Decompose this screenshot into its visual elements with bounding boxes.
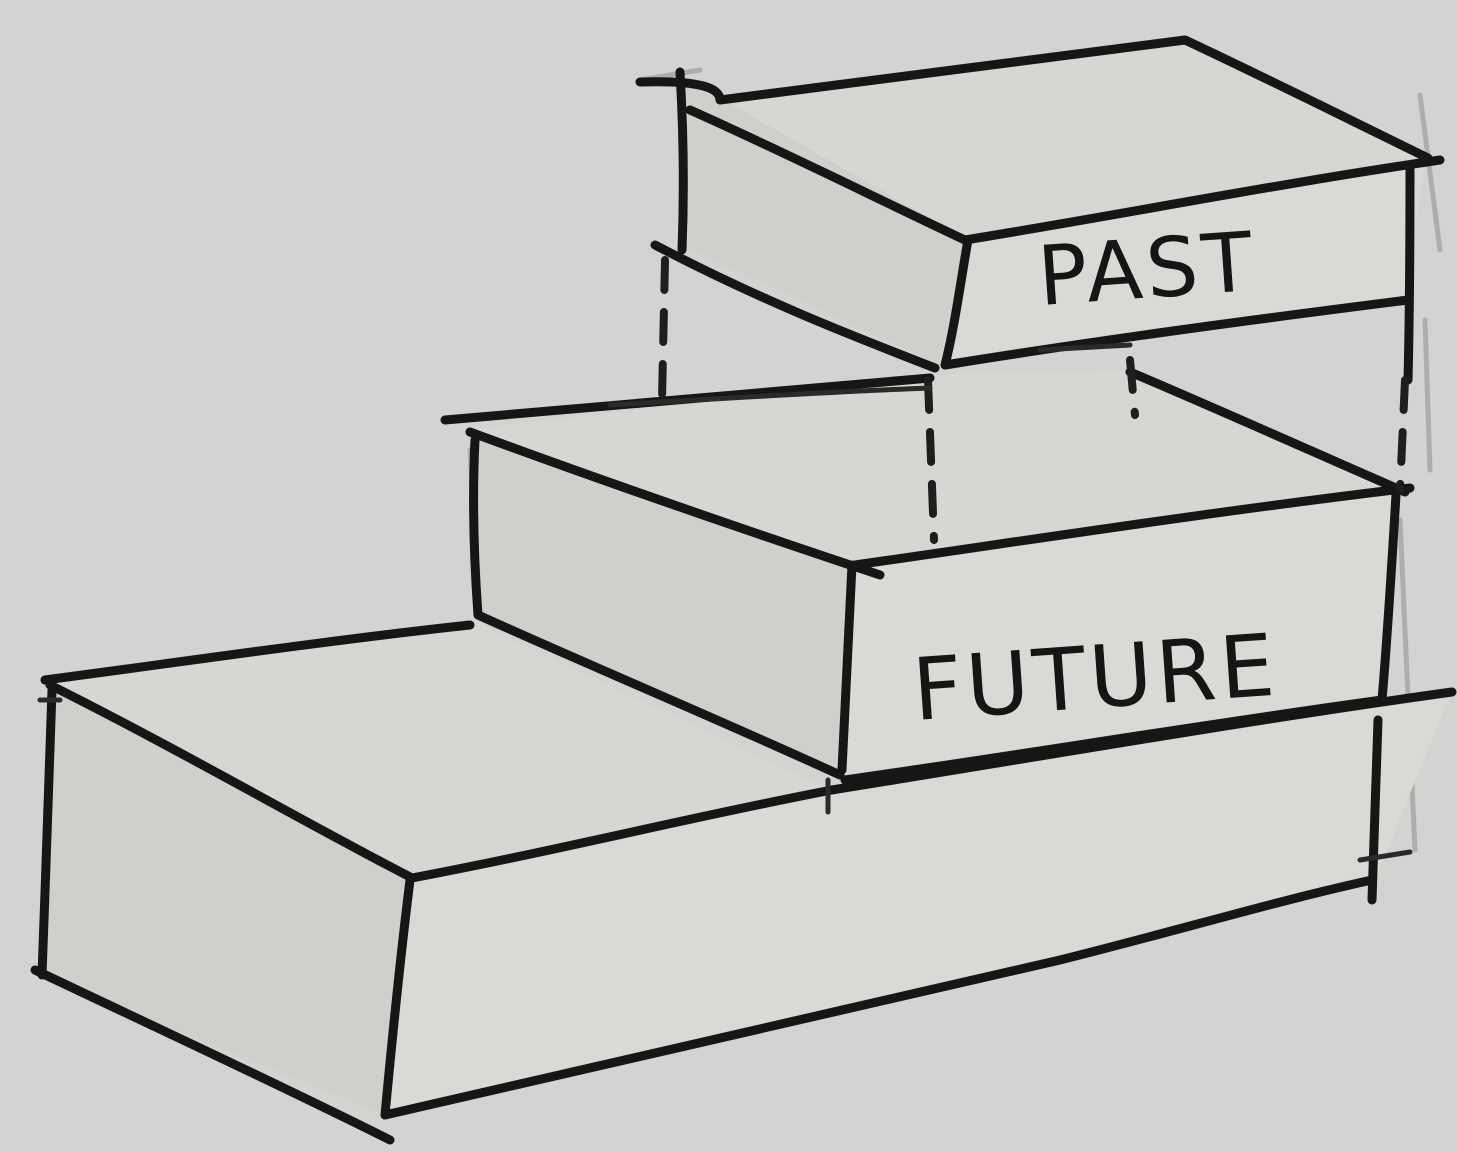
past-label: PAST xyxy=(1035,215,1260,325)
